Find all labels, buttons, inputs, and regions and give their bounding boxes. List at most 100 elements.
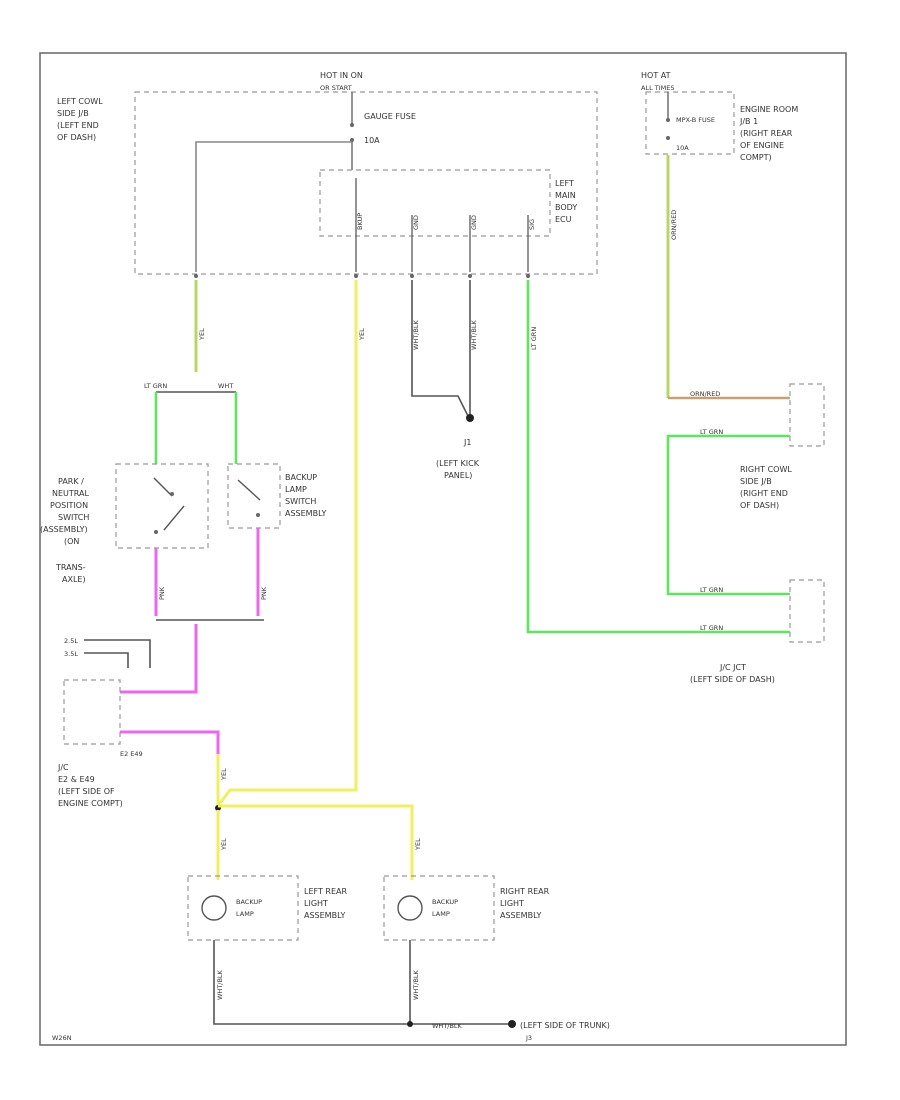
gauge-fuse-amp: 10A bbox=[364, 136, 380, 145]
wire-yel-main bbox=[216, 280, 358, 807]
svg-text:YEL: YEL bbox=[220, 768, 228, 781]
svg-text:E2 E49: E2 E49 bbox=[120, 750, 143, 758]
svg-text:POSITION: POSITION bbox=[50, 501, 88, 510]
hot-sub-label-right: ALL TIMES bbox=[641, 84, 674, 92]
svg-text:(LEFT SIDE OF: (LEFT SIDE OF bbox=[58, 787, 115, 796]
svg-text:ASSEMBLY: ASSEMBLY bbox=[285, 509, 326, 518]
pnp-switch-box bbox=[115, 463, 209, 549]
svg-text:LIGHT: LIGHT bbox=[500, 899, 524, 908]
wire-yel-right-lamp bbox=[218, 804, 414, 880]
svg-text:BACKUP: BACKUP bbox=[236, 898, 262, 906]
hot-label-left: HOT IN ON bbox=[320, 71, 363, 80]
engine-room-jb-box bbox=[645, 91, 735, 155]
svg-text:ASSEMBLY: ASSEMBLY bbox=[304, 911, 345, 920]
svg-text:2.5L: 2.5L bbox=[64, 637, 78, 645]
svg-text:LT GRN: LT GRN bbox=[700, 586, 723, 594]
jc-jct-label: J/C JCT bbox=[719, 663, 746, 672]
left-backup-lamp-bulb bbox=[201, 895, 227, 921]
diagram-code: W26N bbox=[52, 1034, 72, 1042]
jc-jct-box bbox=[789, 579, 825, 643]
svg-text:WHT/BLK: WHT/BLK bbox=[470, 319, 478, 350]
svg-text:ENGINE COMPT): ENGINE COMPT) bbox=[58, 799, 123, 808]
ecu-label-1: LEFT bbox=[555, 179, 574, 188]
svg-text:TRANS-: TRANS- bbox=[55, 563, 86, 572]
ground-trunk-loc: (LEFT SIDE OF TRUNK) bbox=[520, 1021, 610, 1030]
svg-text:BACKUP: BACKUP bbox=[285, 473, 317, 482]
jb-connector-pins bbox=[194, 274, 530, 278]
wire-fuse-to-switch bbox=[195, 141, 352, 272]
svg-text:J3: J3 bbox=[525, 1034, 532, 1042]
left-cowl-jb-box bbox=[134, 91, 598, 275]
left-jb-line1: LEFT COWL bbox=[57, 97, 103, 106]
svg-text:YEL: YEL bbox=[220, 838, 228, 851]
right-lamp-box bbox=[383, 875, 495, 941]
left-jb-line2: SIDE J/B bbox=[57, 109, 89, 118]
svg-text:J/B 1: J/B 1 bbox=[739, 117, 758, 126]
hot-sub-label-left: OR START bbox=[320, 84, 352, 92]
right-cowl-jb-box bbox=[789, 383, 825, 447]
svg-text:COMPT): COMPT) bbox=[740, 153, 772, 162]
svg-text:LT GRN: LT GRN bbox=[700, 428, 723, 436]
svg-text:E2 & E49: E2 & E49 bbox=[58, 775, 95, 784]
svg-text:(LEFT KICK: (LEFT KICK bbox=[436, 459, 480, 468]
svg-text:3.5L: 3.5L bbox=[64, 650, 78, 658]
svg-text:OF ENGINE: OF ENGINE bbox=[740, 141, 784, 150]
svg-text:PNK: PNK bbox=[158, 586, 166, 600]
svg-text:LIGHT: LIGHT bbox=[304, 899, 328, 908]
svg-text:LT GRN: LT GRN bbox=[144, 382, 167, 390]
svg-text:BACKUP: BACKUP bbox=[432, 898, 458, 906]
left-lamp-box bbox=[187, 875, 299, 941]
mpx-fuse-amp: 10A bbox=[676, 144, 689, 152]
ground-point-trunk bbox=[508, 1020, 516, 1028]
svg-text:GND: GND bbox=[412, 215, 420, 230]
svg-text:SIG: SIG bbox=[528, 219, 536, 230]
wire-gnd-1 bbox=[411, 280, 469, 417]
gauge-fuse-label: GAUGE FUSE bbox=[364, 112, 416, 121]
svg-text:NEUTRAL: NEUTRAL bbox=[52, 489, 89, 498]
ground-wire-label: WHT/BLK bbox=[432, 1022, 463, 1030]
ecu-label-4: ECU bbox=[555, 215, 572, 224]
svg-text:LT GRN: LT GRN bbox=[700, 624, 723, 632]
svg-text:LAMP: LAMP bbox=[285, 485, 307, 494]
svg-text:WHT/BLK: WHT/BLK bbox=[412, 319, 420, 350]
svg-text:WHT/BLK: WHT/BLK bbox=[412, 969, 420, 1000]
svg-text:ASSEMBLY: ASSEMBLY bbox=[500, 911, 541, 920]
backup-switch-box bbox=[227, 463, 281, 529]
main-body-ecu-box bbox=[319, 169, 551, 237]
ecu-label-3: BODY bbox=[555, 203, 577, 212]
svg-text:ORN/RED: ORN/RED bbox=[690, 390, 720, 398]
svg-text:PNK: PNK bbox=[260, 586, 268, 600]
right-backup-lamp-bulb bbox=[397, 895, 423, 921]
svg-text:GND: GND bbox=[470, 215, 478, 230]
wire-lt-grn-loop bbox=[666, 434, 790, 596]
svg-text:YEL: YEL bbox=[414, 838, 422, 851]
svg-text:WHT/BLK: WHT/BLK bbox=[216, 969, 224, 1000]
svg-text:(ON: (ON bbox=[64, 537, 79, 546]
ground-j1-label: J1 bbox=[463, 438, 471, 447]
mpx-fuse-label: MPX-B FUSE bbox=[676, 116, 715, 124]
wire-pnk-to-jc bbox=[120, 624, 198, 694]
ecu-label-2: MAIN bbox=[555, 191, 576, 200]
svg-text:LAMP: LAMP bbox=[236, 910, 254, 918]
wire-ecu-signal bbox=[526, 280, 790, 634]
svg-text:SWITCH: SWITCH bbox=[58, 513, 89, 522]
wire-gnd-left-lamp bbox=[213, 940, 510, 1025]
svg-text:RIGHT REAR: RIGHT REAR bbox=[500, 887, 550, 896]
svg-text:LT GRN: LT GRN bbox=[530, 327, 538, 350]
jc-e2-e49-box bbox=[63, 679, 121, 745]
diagram-frame bbox=[39, 52, 847, 1046]
svg-text:YEL: YEL bbox=[198, 328, 206, 341]
svg-text:SIDE J/B: SIDE J/B bbox=[740, 477, 772, 486]
svg-text:BKUP: BKUP bbox=[356, 213, 364, 230]
svg-text:PARK /: PARK / bbox=[58, 477, 84, 486]
hot-label-right: HOT AT bbox=[641, 71, 671, 80]
svg-text:SWITCH: SWITCH bbox=[285, 497, 316, 506]
svg-text:OF DASH): OF DASH) bbox=[740, 501, 779, 510]
svg-text:PANEL): PANEL) bbox=[444, 471, 472, 480]
svg-text:AXLE): AXLE) bbox=[62, 575, 86, 584]
left-jb-line3: (LEFT END bbox=[57, 121, 99, 130]
svg-text:(ASSEMBLY): (ASSEMBLY) bbox=[40, 525, 88, 534]
svg-text:(RIGHT REAR: (RIGHT REAR bbox=[740, 129, 793, 138]
svg-text:(RIGHT END: (RIGHT END bbox=[740, 489, 788, 498]
